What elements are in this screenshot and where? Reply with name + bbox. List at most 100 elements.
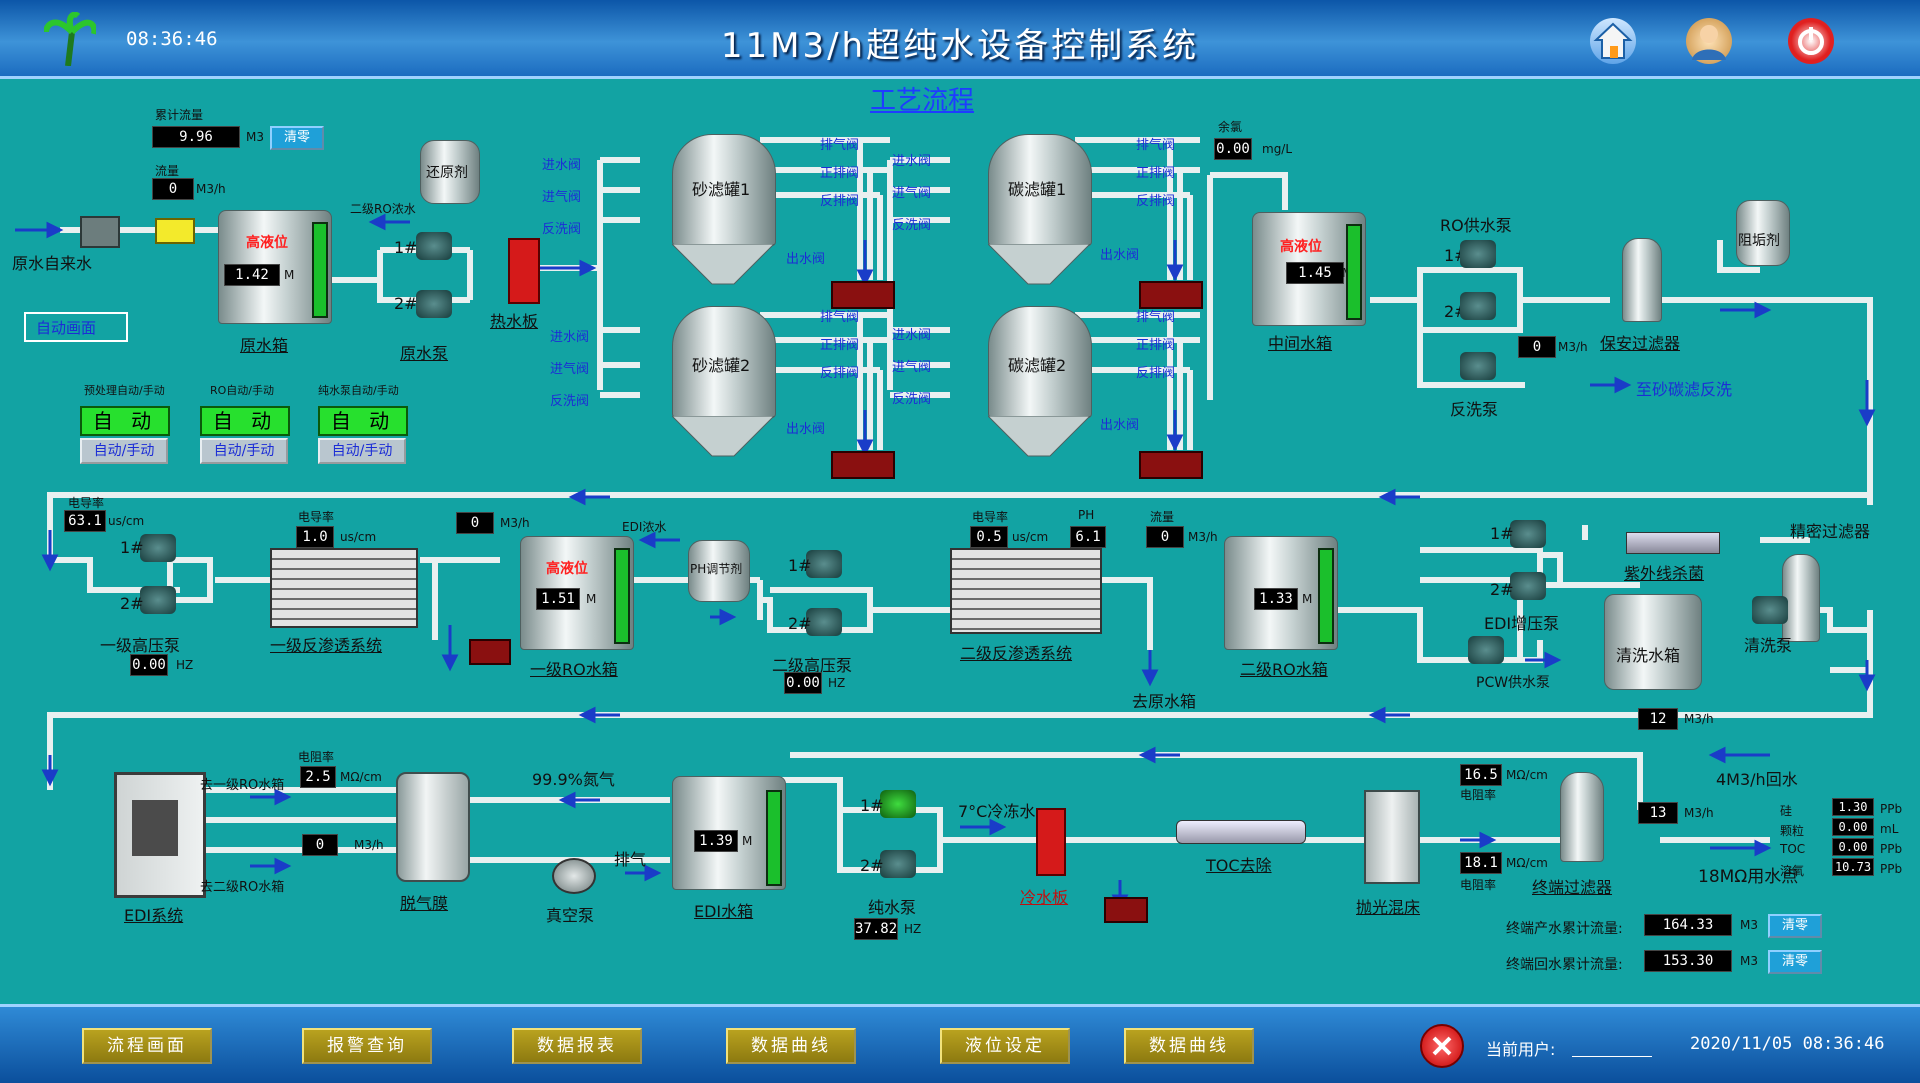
- ph-agent-tank: [688, 540, 750, 602]
- mode-toggle-pretreat-button[interactable]: 自动/手动: [80, 438, 168, 464]
- ro2-hp-pump-1-icon[interactable]: [806, 550, 842, 578]
- fine-filter-label: 精密过滤器: [1790, 522, 1871, 541]
- edi-boost-pump-2-label: 2#: [1490, 580, 1514, 599]
- pure-pump-2-icon[interactable]: [880, 850, 916, 878]
- edi-module-panel: [132, 800, 178, 856]
- carbon2-in-valve-label: 进水阀: [892, 328, 932, 343]
- mode-state-pure: 自 动: [318, 406, 408, 436]
- palm-logo-icon: [44, 12, 96, 66]
- carbon-filter-2-label: 碳滤罐2: [1008, 356, 1067, 375]
- close-icon[interactable]: [1420, 1024, 1464, 1068]
- total-product-clear-button[interactable]: 清零: [1768, 914, 1822, 938]
- carbon1-in-valve-label: 进水阀: [892, 154, 932, 169]
- backwash-flow-unit: M3/h: [1558, 340, 1588, 354]
- auto-screen-button[interactable]: 自动画面: [24, 312, 128, 342]
- pcw-pump-icon[interactable]: [1468, 636, 1504, 664]
- raw-flow-unit: M3/h: [196, 182, 226, 196]
- mode-state-ro: 自 动: [200, 406, 290, 436]
- nav-report-button[interactable]: 数据报表: [512, 1028, 642, 1064]
- sand-filter-2-label: 砂滤罐2: [692, 356, 751, 375]
- carbon1-back-valve-label: 反洗阀: [892, 218, 932, 233]
- ro2-hp-pump-2-icon[interactable]: [806, 608, 842, 636]
- pure-pump-label: 纯水泵: [868, 898, 917, 917]
- edi-boost-pump-1-icon[interactable]: [1510, 520, 1546, 548]
- fine-filter-tank: [1782, 554, 1820, 642]
- sand2-back-valve-label: 反洗阀: [550, 394, 590, 409]
- sand2-positive-label: 正排阀: [820, 338, 860, 353]
- ro1-hp-pump-1-icon[interactable]: [140, 534, 176, 562]
- ro1-pump-hz-unit: HZ: [176, 658, 194, 672]
- raw-source-label: 原水自来水: [12, 254, 93, 273]
- raw-tank-high-level: 高液位: [246, 235, 288, 251]
- raw-inlet-valve-icon[interactable]: [80, 216, 120, 248]
- edi-tank-level-value: 1.39: [694, 830, 738, 852]
- edi-tank-label: EDI水箱: [694, 902, 754, 921]
- sand-filter-1-label: 砂滤罐1: [692, 180, 751, 199]
- power-off-icon[interactable]: [1788, 18, 1834, 64]
- ro1-hp-pump-2-icon[interactable]: [140, 586, 176, 614]
- heat-plate-label: 热水板: [490, 312, 539, 331]
- ro2-pump-hz-value: 0.00: [784, 672, 822, 694]
- raw-tank-level-unit: M: [284, 268, 295, 282]
- ro1-pump-label: 一级高压泵: [100, 636, 181, 655]
- nav-process-button[interactable]: 流程画面: [82, 1028, 212, 1064]
- clean-pump-icon[interactable]: [1752, 596, 1788, 624]
- ro2-flow-value: 0: [1146, 526, 1184, 548]
- degas-label: 脱气膜: [400, 894, 449, 913]
- carbon2-exhaust-label: 排气阀: [1136, 310, 1176, 325]
- flow-total-unit: M3: [246, 130, 264, 144]
- carbon-filter-1-cone: [988, 244, 1090, 285]
- ro2-pump-1-label: 1#: [788, 556, 812, 575]
- security-filter-label: 保安过滤器: [1600, 334, 1681, 353]
- quality-value-0: 1.30: [1832, 798, 1874, 816]
- sand2-out-valve-label: 出水阀: [786, 422, 826, 437]
- cooling-plate-exchanger: [1036, 808, 1066, 876]
- ro2-pump-label: 二级高压泵: [772, 656, 853, 675]
- total-return-clear-button[interactable]: 清零: [1768, 950, 1822, 974]
- home-icon[interactable]: [1590, 18, 1636, 64]
- security-filter-tank: [1622, 238, 1662, 322]
- ro1-pump-2-label: 2#: [120, 594, 144, 613]
- final-filter-tank: [1560, 772, 1604, 862]
- nav-curve-2-button[interactable]: 数据曲线: [1124, 1028, 1254, 1064]
- product-flow-value: 13: [1638, 802, 1678, 824]
- return-res-label: 电阻率: [1460, 788, 1497, 802]
- sand-filter-2-cone: [672, 416, 774, 457]
- user-avatar-icon[interactable]: [1686, 18, 1732, 64]
- nav-level-setting-button[interactable]: 液位设定: [940, 1028, 1070, 1064]
- pure-pump-2-label: 2#: [860, 856, 884, 875]
- cooling-plate-label: 冷水板: [1020, 888, 1069, 907]
- ro2-ph-value: 6.1: [1070, 526, 1106, 548]
- ro-feed-pump-2-icon[interactable]: [1460, 292, 1496, 320]
- to-backwash-label: 至砂碳滤反洗: [1636, 380, 1733, 399]
- edi-boost-pump-2-icon[interactable]: [1510, 572, 1546, 600]
- ro1-inlet-cond-label: 电导率: [68, 496, 105, 510]
- quality-value-2: 0.00: [1832, 838, 1874, 856]
- raw-pump-1-icon[interactable]: [416, 232, 452, 260]
- ro2-ph-label: PH: [1078, 508, 1095, 522]
- ro2-pump-hz-unit: HZ: [828, 676, 846, 690]
- ro2-membrane-rack: [950, 548, 1102, 634]
- mode-state-pretreat: 自 动: [80, 406, 170, 436]
- nav-curve-button[interactable]: 数据曲线: [726, 1028, 856, 1064]
- backwash-pump-icon[interactable]: [1460, 352, 1496, 380]
- ro1-tank-level-bar: [614, 548, 630, 644]
- sand2-in-valve-label: 进水阀: [550, 330, 590, 345]
- ro-feed-pump-1-icon[interactable]: [1460, 240, 1496, 268]
- mode-toggle-pure-button[interactable]: 自动/手动: [318, 438, 406, 464]
- pure-pump-1-icon[interactable]: [880, 790, 916, 818]
- vacuum-pump-icon[interactable]: [552, 858, 596, 894]
- quality-unit-1: mL: [1880, 822, 1899, 836]
- quality-label-0: 硅: [1780, 804, 1793, 818]
- ro1-sys-cond-unit: us/cm: [340, 530, 377, 544]
- flow-total-clear-button[interactable]: 清零: [270, 126, 324, 150]
- edi-tank-level-unit: M: [742, 834, 753, 848]
- edi-tank-level-bar: [766, 790, 782, 886]
- header-clock: 08:36:46: [126, 28, 218, 50]
- nav-alarm-button[interactable]: 报警查询: [302, 1028, 432, 1064]
- ro2-cond-label: 电导率: [972, 510, 1009, 524]
- nitrogen-label: 99.9%氮气: [532, 770, 615, 789]
- raw-pump-2-icon[interactable]: [416, 290, 452, 318]
- mode-toggle-ro-button[interactable]: 自动/手动: [200, 438, 288, 464]
- raw-tank-label: 原水箱: [240, 336, 289, 355]
